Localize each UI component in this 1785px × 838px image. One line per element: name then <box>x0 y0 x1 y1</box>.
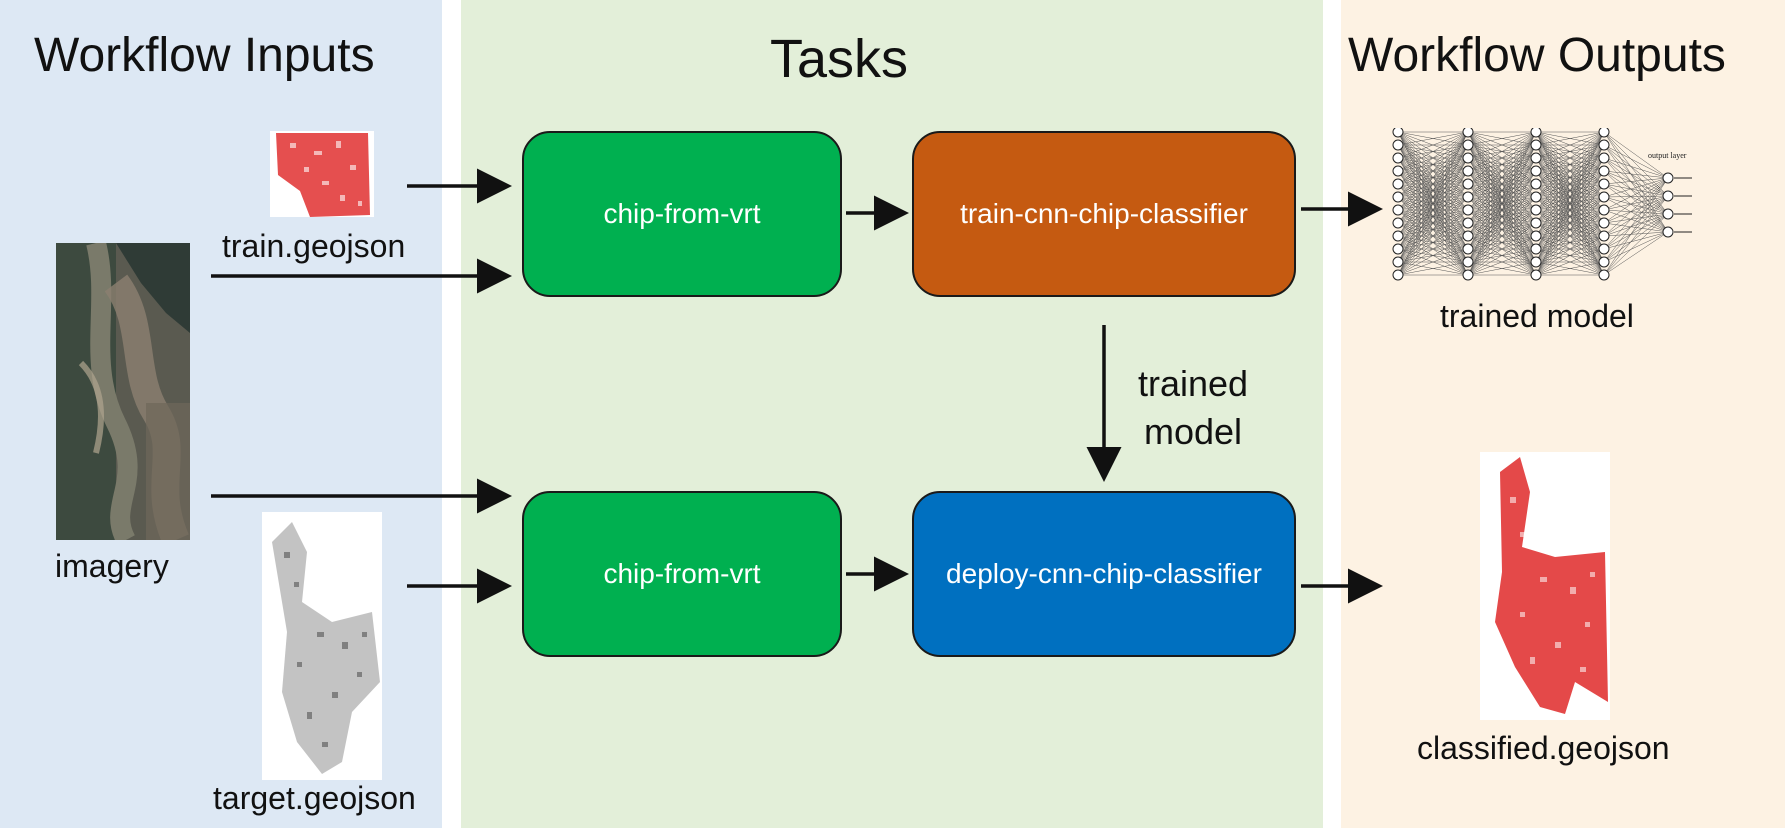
target-geojson-label: target.geojson <box>213 780 416 816</box>
network-node <box>1530 191 1542 203</box>
network-node <box>1530 243 1542 255</box>
network-node <box>1598 191 1610 203</box>
train-geojson-label: train.geojson <box>222 228 406 264</box>
network-node <box>1530 139 1542 151</box>
network-node <box>1598 256 1610 268</box>
network-node <box>1530 165 1542 177</box>
network-node <box>1530 217 1542 229</box>
network-node <box>1662 172 1674 184</box>
network-node <box>1462 165 1474 177</box>
network-node <box>1392 191 1404 203</box>
tasks-title: Tasks <box>770 29 909 89</box>
network-node <box>1392 243 1404 255</box>
network-node <box>1392 139 1404 151</box>
workflow-inputs-title: Workflow Inputs <box>34 29 375 82</box>
network-node <box>1598 165 1610 177</box>
network-node <box>1530 152 1542 164</box>
classified-geojson-label: classified.geojson <box>1417 730 1670 766</box>
network-node <box>1530 204 1542 216</box>
network-node <box>1462 152 1474 164</box>
network-node <box>1462 269 1474 281</box>
chip-from-vrt-train-task: chip-from-vrt <box>522 131 842 297</box>
network-node <box>1530 178 1542 190</box>
network-node <box>1392 256 1404 268</box>
network-node <box>1662 226 1674 238</box>
workflow-outputs-title: Workflow Outputs <box>1348 29 1726 82</box>
train-geojson-image <box>270 131 374 217</box>
network-node <box>1662 190 1674 202</box>
network-node <box>1598 217 1610 229</box>
train-cnn-chip-classifier-task: train-cnn-chip-classifier <box>912 131 1296 297</box>
network-node <box>1462 178 1474 190</box>
network-node <box>1462 191 1474 203</box>
network-node <box>1598 269 1610 281</box>
network-node <box>1392 230 1404 242</box>
network-node <box>1530 230 1542 242</box>
network-node <box>1462 243 1474 255</box>
network-node <box>1598 152 1610 164</box>
network-node <box>1598 230 1610 242</box>
network-node <box>1392 165 1404 177</box>
network-node <box>1462 230 1474 242</box>
imagery-image <box>56 243 190 540</box>
network-node <box>1462 204 1474 216</box>
network-node <box>1392 217 1404 229</box>
network-node <box>1392 204 1404 216</box>
network-node <box>1462 217 1474 229</box>
network-node <box>1530 128 1542 138</box>
network-node <box>1662 208 1674 220</box>
network-node <box>1392 269 1404 281</box>
output-layer-label: output layer <box>1648 151 1687 160</box>
network-node <box>1598 178 1610 190</box>
network-node <box>1598 243 1610 255</box>
network-node <box>1598 139 1610 151</box>
network-node <box>1392 152 1404 164</box>
network-node <box>1392 178 1404 190</box>
classified-geojson-image <box>1480 452 1610 720</box>
network-node <box>1462 139 1474 151</box>
network-node <box>1392 128 1404 138</box>
trained-model-edge-label: trained model <box>1137 363 1249 452</box>
chip-from-vrt-deploy-task: chip-from-vrt <box>522 491 842 657</box>
network-node <box>1598 204 1610 216</box>
network-node <box>1530 269 1542 281</box>
network-node <box>1462 256 1474 268</box>
target-geojson-image <box>262 512 382 780</box>
trained-model-network-image: output layer <box>1392 128 1692 281</box>
network-node <box>1598 128 1610 138</box>
trained-model-output-label: trained model <box>1440 298 1634 334</box>
deploy-cnn-chip-classifier-task: deploy-cnn-chip-classifier <box>912 491 1296 657</box>
network-node <box>1462 128 1474 138</box>
network-node <box>1530 256 1542 268</box>
imagery-label: imagery <box>55 548 169 584</box>
